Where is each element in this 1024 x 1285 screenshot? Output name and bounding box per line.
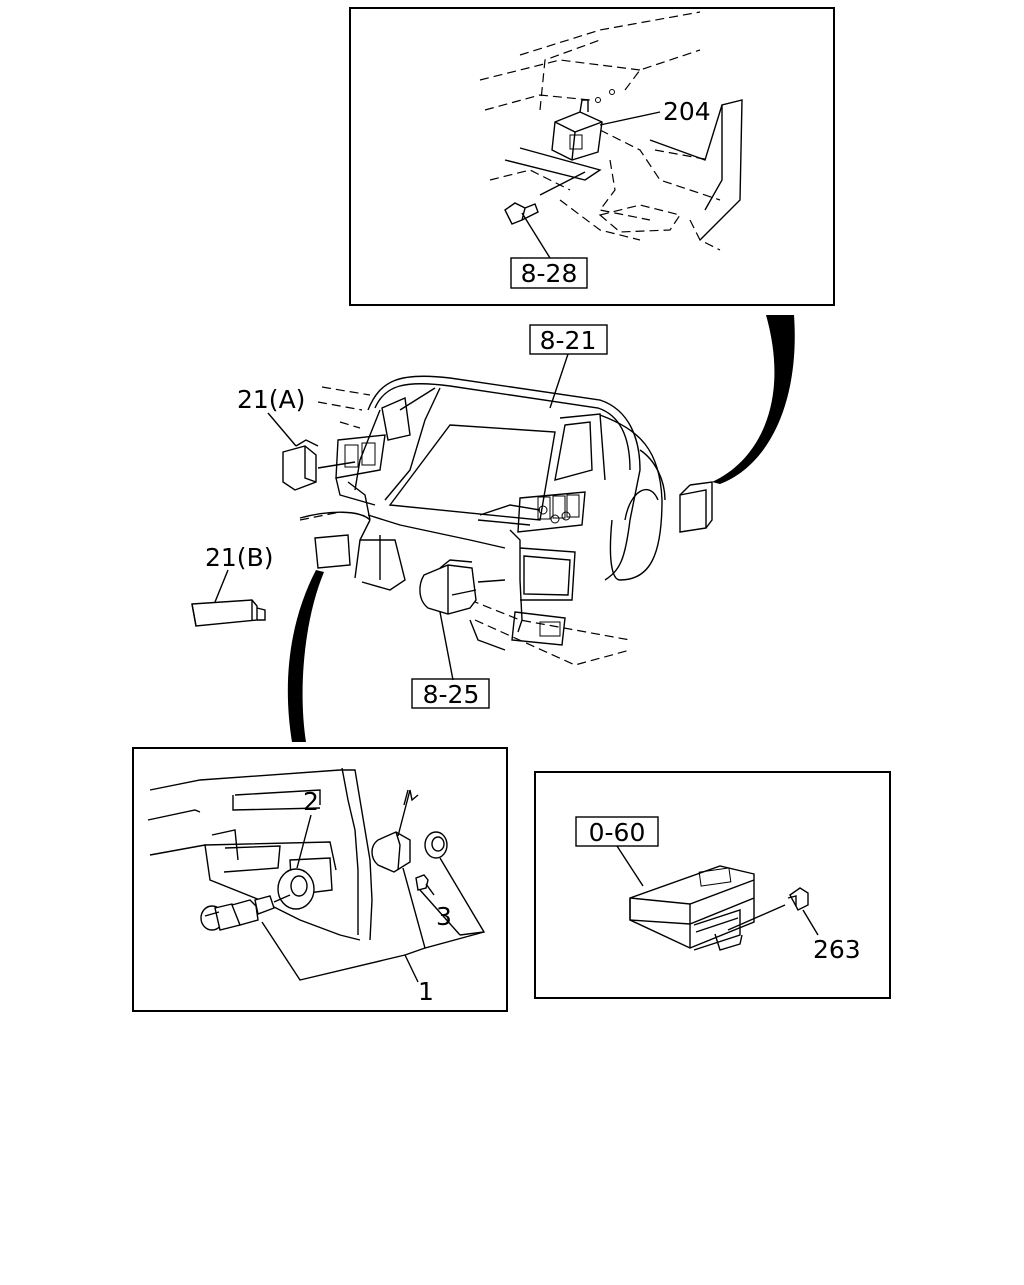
part-label-263: 263 — [813, 935, 861, 964]
ref-label-8-28: 8-28 — [521, 259, 578, 288]
part-label-2: 2 — [303, 787, 319, 816]
dashboard-main: 8-21 — [191, 324, 713, 709]
callout-curve-top — [712, 315, 795, 484]
bottom-right-inset-panel: 0-60 263 — [534, 771, 891, 999]
part-label-21b: 21(B) — [205, 543, 273, 572]
ref-label-0-60: 0-60 — [589, 818, 646, 847]
part-label-204: 204 — [663, 97, 711, 126]
callout-curve-bottom — [287, 570, 324, 742]
part-label-21a: 21(A) — [237, 385, 305, 414]
part-label-1: 1 — [418, 977, 434, 1006]
ref-label-8-21: 8-21 — [540, 326, 597, 355]
bottom-left-inset-panel: 2 3 1 — [132, 747, 508, 1012]
ref-label-8-25: 8-25 — [423, 680, 480, 709]
top-inset-panel: 204 8-28 — [349, 7, 835, 306]
